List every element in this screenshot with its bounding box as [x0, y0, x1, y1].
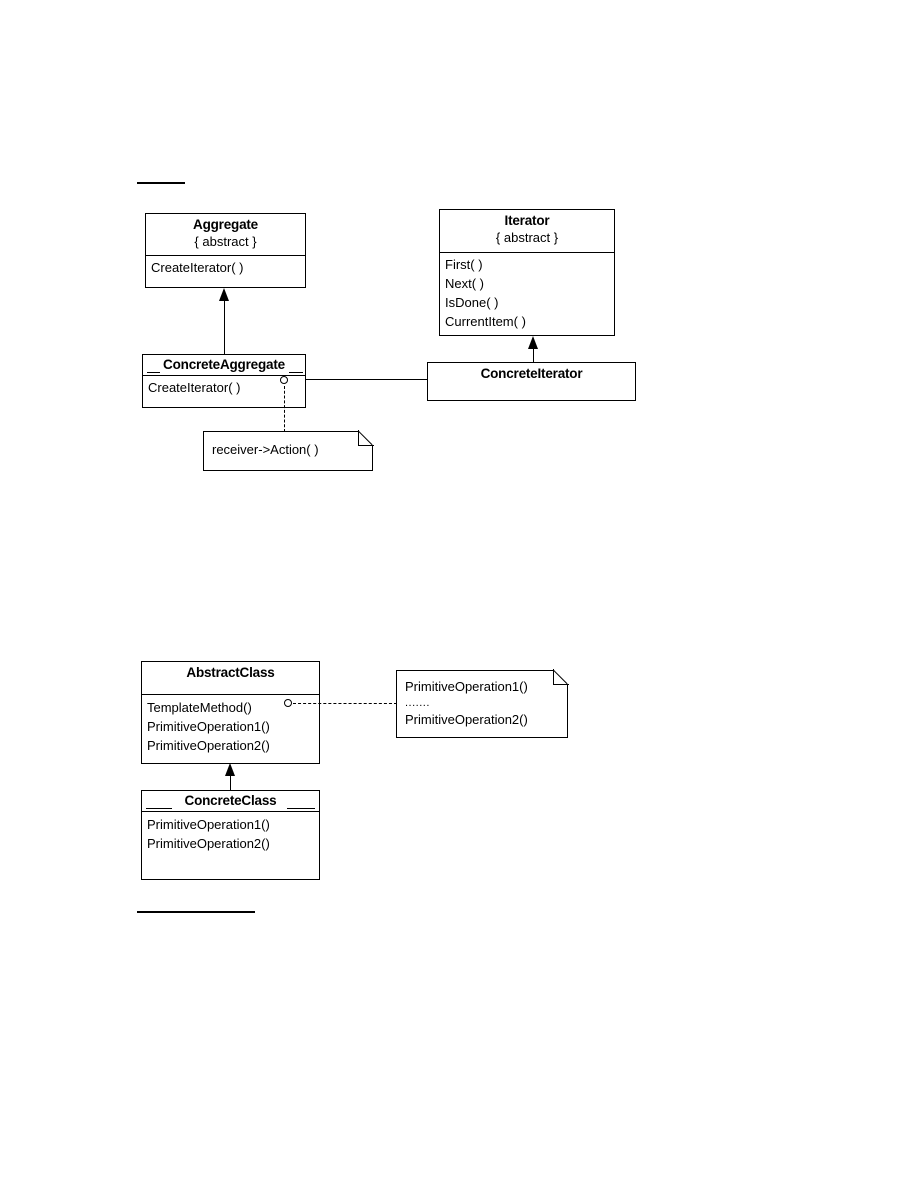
lollipop-create-iterator: [280, 376, 288, 384]
class-stereotype-aggregate: { abstract }: [194, 234, 257, 249]
generalization-arrow-abstract-class: [225, 763, 235, 776]
note-text-primitive-operations: PrimitiveOperation1() ....... PrimitiveO…: [396, 670, 568, 729]
bottom-rule: [137, 911, 255, 913]
abstract-class-header: AbstractClass: [142, 662, 319, 695]
class-box-concrete-aggregate: ConcreteAggregate CreateIterator( ): [142, 354, 306, 408]
operation-concrete-primitive-operation-2: PrimitiveOperation2(): [147, 836, 270, 851]
note-line-receiver-action: receiver->Action( ): [212, 442, 319, 457]
operation-concrete-primitive-operation-1: PrimitiveOperation1(): [147, 817, 270, 832]
operation-next: Next( ): [445, 276, 484, 291]
note-line-primitive-operation-2: PrimitiveOperation2(): [405, 712, 528, 727]
note-line-ellipsis: .......: [405, 697, 430, 709]
generalization-arrow-iterator: [528, 336, 538, 349]
note-text-receiver: receiver->Action( ): [203, 431, 373, 459]
class-name-iterator: Iterator: [504, 213, 550, 228]
class-box-concrete-iterator: ConcreteIterator: [427, 362, 636, 401]
class-name-aggregate: Aggregate: [193, 217, 258, 232]
generalization-line-iterator: [533, 349, 534, 363]
class-stereotype-iterator: { abstract }: [495, 230, 559, 245]
concrete-class-operations: PrimitiveOperation1() PrimitiveOperation…: [142, 812, 319, 856]
generalization-line-aggregate: [224, 300, 225, 356]
class-name-concrete-iterator: ConcreteIterator: [480, 366, 583, 381]
generalization-line-abstract-class: [230, 776, 231, 790]
note-primitive-operations: PrimitiveOperation1() ....... PrimitiveO…: [396, 669, 569, 738]
concrete-aggregate-operations: CreateIterator( ): [143, 376, 305, 400]
class-name-concrete-aggregate: ConcreteAggregate: [163, 357, 285, 372]
association-line-aggregate-iterator: [306, 379, 427, 380]
concrete-class-header: ConcreteClass: [142, 791, 319, 812]
class-box-aggregate: Aggregate { abstract } CreateIterator( ): [145, 213, 306, 288]
note-line-primitive-operation-1: PrimitiveOperation1(): [405, 679, 528, 694]
dependency-dashed-to-primitive-ops-note: [293, 703, 397, 704]
concrete-aggregate-title-underline: [147, 372, 160, 373]
operation-first: First( ): [445, 257, 483, 272]
class-box-abstract-class: AbstractClass TemplateMethod() Primitive…: [141, 661, 320, 764]
concrete-class-title-underline: [146, 808, 172, 809]
class-box-iterator: Iterator { abstract } First( ) Next( ) I…: [439, 209, 615, 336]
class-box-concrete-class: ConcreteClass PrimitiveOperation1() Prim…: [141, 790, 320, 880]
note-receiver-action: receiver->Action( ): [203, 430, 374, 471]
aggregate-operations: CreateIterator( ): [146, 256, 305, 280]
operation-create-iterator-impl: CreateIterator( ): [148, 380, 241, 395]
class-name-abstract-class: AbstractClass: [186, 665, 275, 680]
iterator-header: Iterator { abstract }: [440, 210, 614, 253]
operation-current-item: CurrentItem( ): [445, 314, 526, 329]
iterator-operations: First( ) Next( ) IsDone( ) CurrentItem( …: [440, 253, 614, 334]
lollipop-template-method: [284, 699, 292, 707]
concrete-aggregate-title-underline-right: [289, 372, 303, 373]
generalization-arrow-aggregate: [219, 288, 229, 301]
concrete-iterator-header: ConcreteIterator: [428, 363, 635, 385]
aggregate-header: Aggregate { abstract }: [146, 214, 305, 256]
concrete-aggregate-header: ConcreteAggregate: [143, 355, 305, 376]
operation-create-iterator: CreateIterator( ): [151, 260, 244, 275]
operation-is-done: IsDone( ): [445, 295, 499, 310]
top-rule: [137, 182, 185, 184]
operation-primitive-operation-1: PrimitiveOperation1(): [147, 719, 270, 734]
dependency-dashed-to-receiver-note: [284, 386, 285, 432]
note-body: [396, 670, 568, 738]
note-body: [203, 431, 373, 471]
operation-template-method: TemplateMethod(): [147, 700, 252, 715]
abstract-class-operations: TemplateMethod() PrimitiveOperation1() P…: [142, 695, 319, 758]
class-name-concrete-class: ConcreteClass: [184, 793, 277, 808]
operation-primitive-operation-2: PrimitiveOperation2(): [147, 738, 270, 753]
concrete-class-title-underline-right: [287, 808, 315, 809]
